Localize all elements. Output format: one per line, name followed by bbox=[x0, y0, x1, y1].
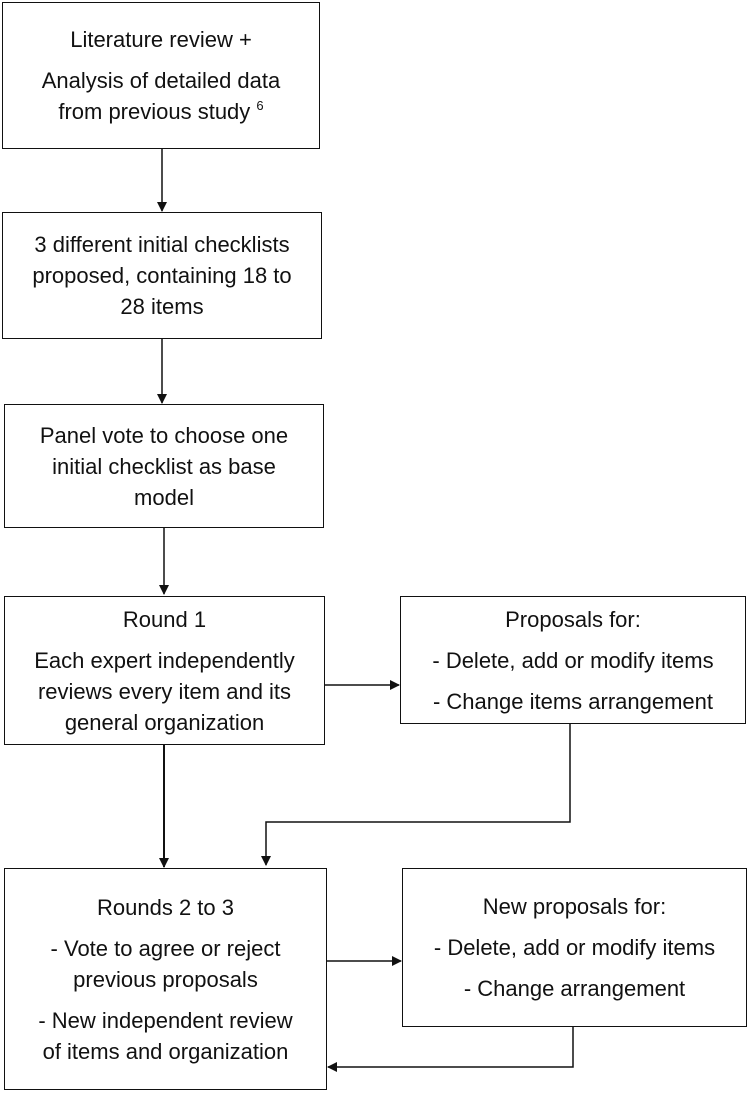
panel-vote-line3: model bbox=[134, 484, 194, 510]
round1-title: Round 1 bbox=[122, 606, 207, 632]
literature-line2: Analysis of detailed data bbox=[41, 68, 281, 93]
proposals-title: Proposals for: bbox=[505, 606, 641, 632]
box-panel-vote: Panel vote to choose one initial checkli… bbox=[4, 404, 324, 528]
round1-line2: reviews every item and its bbox=[37, 678, 292, 704]
box-literature-review: Literature review + Analysis of detailed… bbox=[2, 2, 320, 149]
rounds2to3-line1: - Vote to agree or reject bbox=[50, 935, 281, 961]
panel-vote-line1: Panel vote to choose one bbox=[39, 422, 289, 448]
box-proposals: Proposals for: - Delete, add or modify i… bbox=[400, 596, 746, 724]
new-proposals-title: New proposals for: bbox=[482, 894, 667, 919]
proposals-item1: - Delete, add or modify items bbox=[432, 647, 714, 673]
rounds2to3-line3: - New independent review bbox=[38, 1007, 293, 1033]
panel-vote-line2: initial checklist as base bbox=[52, 453, 276, 479]
checklists-line1: 3 different initial checklists bbox=[34, 232, 290, 257]
round1-line3: general organization bbox=[64, 709, 265, 735]
reference-superscript: 6 bbox=[256, 98, 264, 113]
literature-line1: Literature review + bbox=[70, 27, 252, 52]
rounds2to3-line4: of items and organization bbox=[42, 1038, 289, 1064]
new-proposals-item1: - Delete, add or modify items bbox=[433, 935, 716, 960]
checklists-line3: 28 items bbox=[120, 294, 204, 319]
box-rounds-2-to-3: Rounds 2 to 3 - Vote to agree or reject … bbox=[4, 868, 327, 1090]
box-initial-checklists: 3 different initial checklists proposed,… bbox=[2, 212, 322, 339]
checklists-line2: proposed, containing 18 to bbox=[32, 263, 292, 288]
arrow-new-proposals-to-rounds2to3 bbox=[327, 1026, 574, 1072]
box-round1: Round 1 Each expert independently review… bbox=[4, 596, 325, 745]
box-new-proposals: New proposals for: - Delete, add or modi… bbox=[402, 868, 747, 1027]
new-proposals-item2: - Change arrangement bbox=[463, 976, 686, 1001]
round1-line1: Each expert independently bbox=[34, 647, 295, 673]
literature-line3-wrapper: from previous study 6 bbox=[58, 96, 263, 127]
proposals-item2: - Change items arrangement bbox=[432, 688, 714, 714]
rounds2to3-title: Rounds 2 to 3 bbox=[97, 894, 234, 920]
arrow-proposals-to-rounds2to3 bbox=[261, 723, 571, 866]
literature-line3: from previous study bbox=[58, 99, 251, 124]
rounds2to3-line2: previous proposals bbox=[73, 966, 258, 992]
